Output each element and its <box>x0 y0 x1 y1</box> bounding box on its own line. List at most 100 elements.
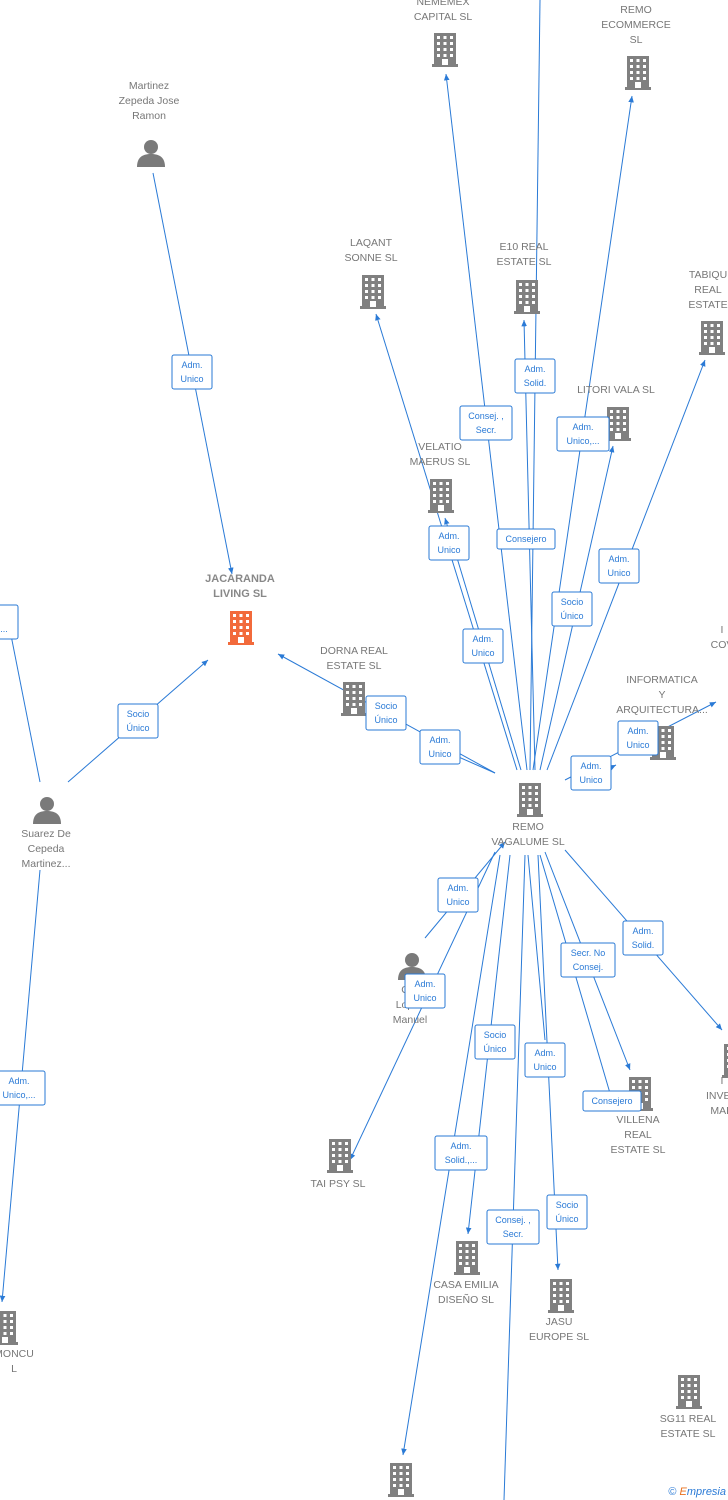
edge-label-text: Adm. <box>534 1048 555 1058</box>
node-label: COV <box>711 639 728 651</box>
node-litori[interactable]: LITORI VALA SL <box>577 384 655 441</box>
node-label: MAD <box>710 1105 728 1117</box>
node-label: EUROPE SL <box>529 1331 589 1343</box>
edge-label[interactable]: Consej. , Secr. <box>459 405 513 441</box>
edge-label-text: Unico <box>471 648 494 658</box>
edge-label-text: Adm. <box>572 422 593 432</box>
edge-label[interactable]: Adm.Solid.,... <box>434 1135 488 1171</box>
node-label: REAL <box>624 1129 652 1141</box>
edge-label[interactable]: Adm. Unico <box>428 525 470 561</box>
edge-label[interactable]: Adm.Unico,... <box>0 1070 46 1106</box>
edge-label[interactable]: Adm.Unico <box>419 729 461 765</box>
relationship-edge <box>527 854 546 1041</box>
edge-label[interactable]: Adm.Unico <box>404 973 446 1009</box>
edge-label-text: Adm. <box>438 531 459 541</box>
node-label: LITORI VALA SL <box>577 384 655 396</box>
edge-label-text: Adm. <box>580 761 601 771</box>
node-jasu[interactable]: JASU EUROPE SL <box>529 1279 589 1343</box>
edge-label-text: Secr. <box>503 1229 524 1239</box>
building-icon <box>699 321 725 355</box>
node-label: SG11 REAL <box>660 1413 717 1425</box>
edge-label[interactable]: Adm.Solid. <box>622 920 664 956</box>
edge-label[interactable]: Adm.Solid. <box>514 358 556 394</box>
edge-label-text: Consej. , <box>468 411 504 421</box>
edge-label-text: Unico <box>428 749 451 759</box>
node-inver[interactable]: IINVERMAD <box>706 1044 728 1117</box>
edge-label[interactable]: Adm. Unico <box>462 628 504 664</box>
edge-label[interactable]: Consejero <box>496 528 556 550</box>
node-label: ESTATE SL <box>326 660 381 672</box>
node-moncu[interactable]: MONCUL <box>0 1311 34 1375</box>
edge-label-text: Único <box>555 1214 578 1224</box>
edge-label-text: Consej. <box>573 962 604 972</box>
node-informatica[interactable]: INFORMATICAYARQUITECTURA... <box>616 674 708 760</box>
edge-label-text: Único <box>560 611 583 621</box>
edge-label[interactable]: ... <box>0 604 19 640</box>
edge-label-text: Solid. <box>632 940 655 950</box>
relationship-edge <box>7 619 41 783</box>
node-label: REMO <box>620 4 652 16</box>
node-bottom-co[interactable] <box>388 1463 414 1497</box>
edge-label[interactable]: Adm.Unico <box>437 877 479 913</box>
node-label: VELATIO <box>418 441 462 453</box>
node-label: JASU <box>546 1316 573 1328</box>
node-label: CAPITAL SL <box>414 11 473 23</box>
node-e10[interactable]: E10 REAL ESTATE SL <box>496 241 552 314</box>
edge-label[interactable]: Consej. , Secr. <box>486 1209 540 1245</box>
edge-label-text: Unico,... <box>2 1090 35 1100</box>
building-icon <box>517 783 543 817</box>
node-label: CASA EMILIA <box>433 1279 498 1291</box>
edge-label-text: Adm. <box>472 634 493 644</box>
edge-label[interactable]: Adm.Unico <box>570 755 612 791</box>
edge-label[interactable]: Adm.Unico <box>598 548 640 584</box>
building-icon <box>676 1375 702 1409</box>
edge-label-text: Unico <box>437 545 460 555</box>
edge-label[interactable]: Adm. Unico <box>524 1042 566 1078</box>
node-label: JACARANDA <box>205 573 275 585</box>
node-label: ESTATE <box>688 299 727 311</box>
edge-label-text: Socio <box>484 1030 507 1040</box>
building-icon <box>0 1311 18 1345</box>
node-label: ESTATE SL <box>610 1144 665 1156</box>
edge-label-text: Único <box>126 723 149 733</box>
node-label: ARQUITECTURA... <box>616 704 708 716</box>
edge-label[interactable]: Adm.Unico <box>617 720 659 756</box>
node-suarez[interactable]: Suarez DeCepedaMartinez... <box>21 797 71 870</box>
building-icon <box>454 1241 480 1275</box>
building-icon <box>428 479 454 513</box>
edge-label[interactable]: Consejero <box>582 1090 642 1112</box>
building-icon <box>388 1463 414 1497</box>
edge-label[interactable]: Adm.Unico,... <box>556 416 610 452</box>
node-taipsy[interactable]: TAI PSY SL <box>310 1139 366 1190</box>
node-label: Manuel <box>393 1014 427 1026</box>
edge-label-text: Adm. <box>450 1141 471 1151</box>
edge-label-text: Secr. <box>476 425 497 435</box>
copyright-symbol: © <box>668 1486 677 1498</box>
node-label: ESTATE SL <box>496 256 551 268</box>
node-label: E10 REAL <box>499 241 548 253</box>
edge-label-text: Socio <box>556 1200 579 1210</box>
edge-label-text: Consej. , <box>495 1215 531 1225</box>
node-cov[interactable]: ICOV <box>711 624 728 651</box>
edge-label[interactable]: Adm.Unico <box>171 354 213 390</box>
edge-label-text: Unico <box>533 1062 556 1072</box>
